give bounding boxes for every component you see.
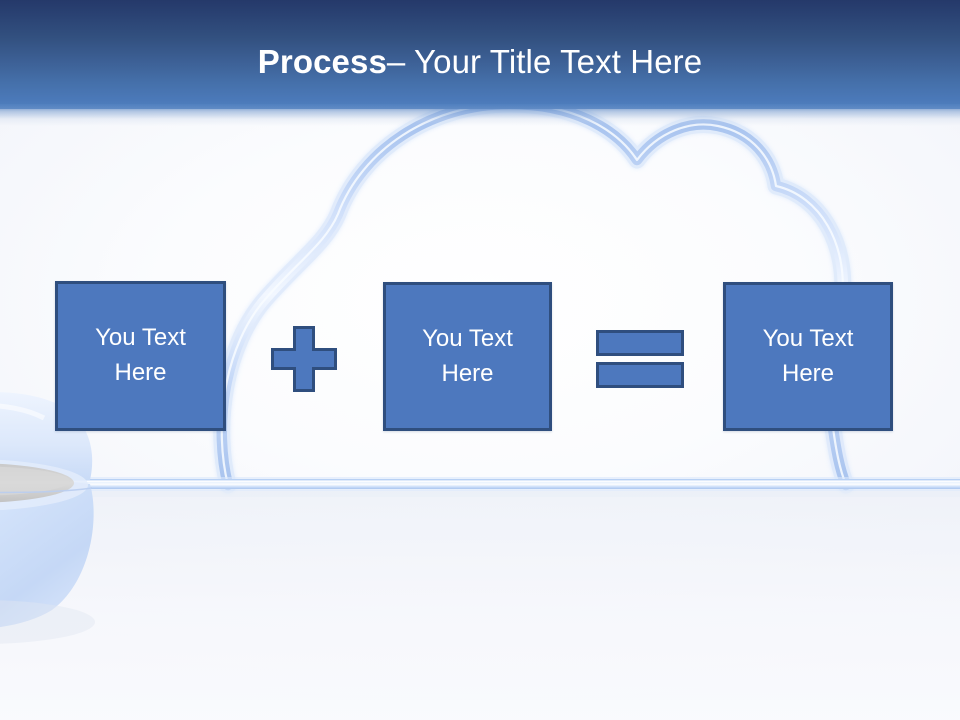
equals-bar-bottom xyxy=(596,362,684,388)
page-title-strong: Process xyxy=(257,42,387,80)
slide-header-band xyxy=(0,0,960,109)
equals-operator-icon xyxy=(596,329,684,389)
process-box-2[interactable]: You Text Here xyxy=(383,282,552,431)
equals-bar-top xyxy=(596,330,684,356)
slide-background-lower-shade xyxy=(0,490,960,720)
process-box-2-line2: Here xyxy=(441,359,494,387)
process-box-3-line2: Here xyxy=(781,359,835,387)
process-box-3-line1: You Text xyxy=(762,324,854,352)
process-box-1[interactable]: You Text Here xyxy=(55,281,226,431)
process-box-3[interactable]: You Text Here xyxy=(723,282,893,431)
page-title-rest: – Your Title Text Here xyxy=(386,42,703,80)
process-box-1-line2: Here xyxy=(114,359,167,386)
page-title: Process – Your Title Text Here xyxy=(0,0,960,109)
process-box-1-line1: You Text xyxy=(95,324,186,352)
plus-operator-icon xyxy=(271,326,337,392)
process-box-2-line1: You Text xyxy=(422,324,513,352)
